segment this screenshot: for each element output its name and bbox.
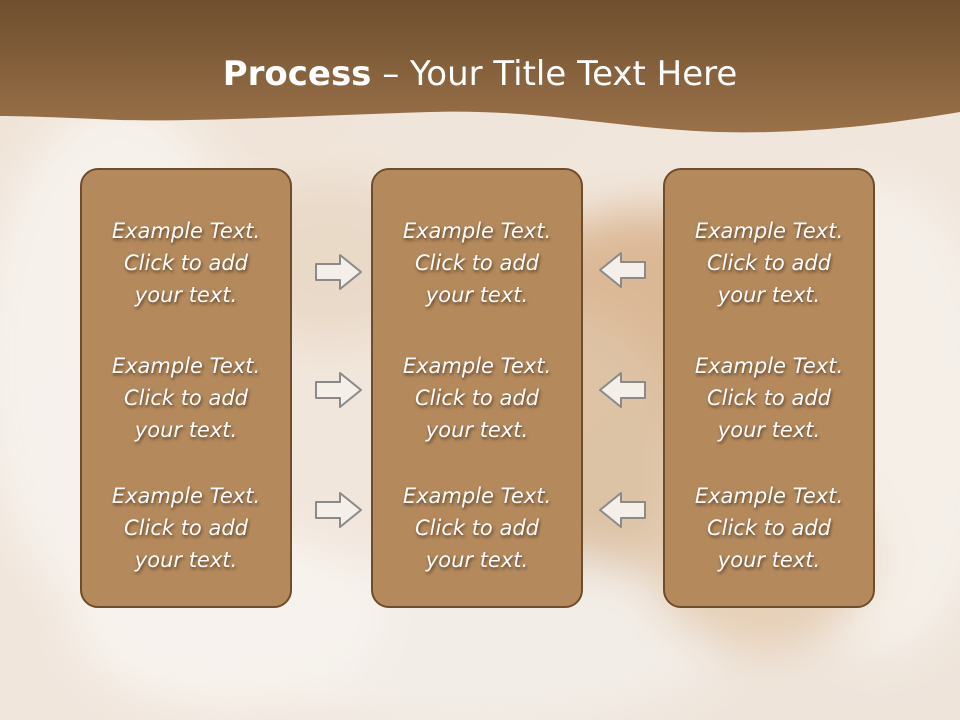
text-line: Example Text. (694, 219, 844, 243)
text-line: your text. (717, 418, 821, 442)
arrow-left-icon (597, 371, 647, 409)
text-block[interactable]: Example Text. Click to add your text. (82, 215, 290, 311)
text-line: your text. (425, 283, 529, 307)
arrow-left-icon (597, 491, 647, 529)
arrow-right-icon (314, 253, 364, 291)
arrow-right-icon (314, 371, 364, 409)
text-line: Click to add (706, 251, 831, 275)
arrow-right-icon (314, 491, 364, 529)
text-line: your text. (134, 418, 238, 442)
text-line: your text. (134, 283, 238, 307)
header-band (0, 0, 960, 133)
text-line: Example Text. (111, 484, 261, 508)
text-box-right[interactable]: Example Text. Click to add your text. Ex… (663, 168, 875, 608)
text-line: Example Text. (402, 354, 552, 378)
text-box-left[interactable]: Example Text. Click to add your text. Ex… (80, 168, 292, 608)
text-block[interactable]: Example Text. Click to add your text. (82, 480, 290, 576)
text-block[interactable]: Example Text. Click to add your text. (665, 480, 873, 576)
text-block[interactable]: Example Text. Click to add your text. (373, 215, 581, 311)
text-block[interactable]: Example Text. Click to add your text. (373, 480, 581, 576)
text-line: your text. (134, 548, 238, 572)
text-line: your text. (425, 548, 529, 572)
text-line: Example Text. (402, 484, 552, 508)
text-line: Click to add (706, 386, 831, 410)
text-line: Example Text. (694, 484, 844, 508)
text-line: Example Text. (694, 354, 844, 378)
text-block[interactable]: Example Text. Click to add your text. (665, 215, 873, 311)
text-line: your text. (717, 283, 821, 307)
title-rest: – Your Title Text Here (371, 54, 738, 94)
text-block[interactable]: Example Text. Click to add your text. (665, 350, 873, 446)
arrow-left-icon (597, 251, 647, 289)
text-line: Click to add (123, 516, 248, 540)
text-line: Click to add (414, 251, 539, 275)
text-line: your text. (717, 548, 821, 572)
text-line: Click to add (414, 386, 539, 410)
text-line: Example Text. (111, 219, 261, 243)
text-line: Click to add (706, 516, 831, 540)
text-line: Example Text. (111, 354, 261, 378)
text-line: Click to add (414, 516, 539, 540)
text-box-center[interactable]: Example Text. Click to add your text. Ex… (371, 168, 583, 608)
text-line: your text. (425, 418, 529, 442)
text-block[interactable]: Example Text. Click to add your text. (82, 350, 290, 446)
text-line: Click to add (123, 251, 248, 275)
text-line: Click to add (123, 386, 248, 410)
slide-title[interactable]: Process – Your Title Text Here (0, 52, 960, 96)
title-strong: Process (222, 54, 372, 94)
text-block[interactable]: Example Text. Click to add your text. (373, 350, 581, 446)
text-line: Example Text. (402, 219, 552, 243)
